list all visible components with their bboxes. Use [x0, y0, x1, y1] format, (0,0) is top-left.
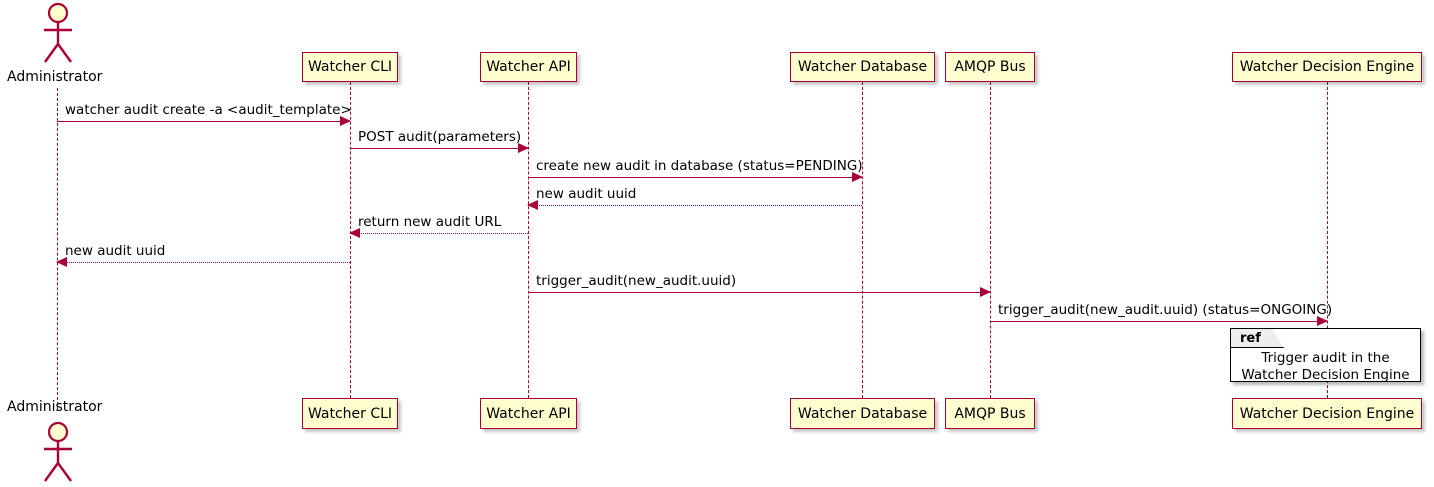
- ref-fragment-tag: ref: [1231, 329, 1284, 348]
- participant-watcher-cli-top[interactable]: Watcher CLI: [302, 52, 398, 82]
- msg-label: new audit uuid: [536, 186, 637, 203]
- participant-watcher-decision-engine-top[interactable]: Watcher Decision Engine: [1232, 52, 1422, 82]
- msg-label: create new audit in database (status=PEN…: [536, 158, 863, 175]
- ref-fragment-line1: Trigger audit in the: [1261, 350, 1390, 366]
- actor-label-administrator-top: Administrator: [7, 69, 103, 85]
- msg-line: [57, 262, 350, 263]
- msg-line: [350, 233, 528, 234]
- msg-label: trigger_audit(new_audit.uuid) (status=ON…: [998, 302, 1333, 319]
- participant-watcher-decision-engine-bottom[interactable]: Watcher Decision Engine: [1232, 398, 1422, 429]
- msg-line: [528, 177, 862, 178]
- lifeline-watcher-decision-engine: [1327, 82, 1328, 398]
- arrowhead-right-icon: [852, 172, 863, 182]
- msg-label: trigger_audit(new_audit.uuid): [536, 273, 737, 290]
- msg-line: [528, 292, 990, 293]
- lifeline-watcher-api: [528, 82, 529, 398]
- msg-line: [350, 148, 528, 149]
- participant-watcher-cli-bottom[interactable]: Watcher CLI: [302, 398, 398, 429]
- arrowhead-right-icon: [980, 287, 991, 297]
- arrowhead-left-icon: [527, 200, 538, 210]
- lifeline-watcher-database: [862, 82, 863, 398]
- arrowhead-left-icon: [349, 228, 360, 238]
- actor-icon-administrator-top: [34, 2, 82, 68]
- participant-amqp-bus-bottom[interactable]: AMQP Bus: [945, 398, 1035, 429]
- arrowhead-right-icon: [518, 143, 529, 153]
- arrowhead-left-icon: [56, 257, 67, 267]
- participant-watcher-api-bottom[interactable]: Watcher API: [480, 398, 577, 429]
- actor-icon-administrator-bottom: [34, 421, 82, 487]
- msg-line: [990, 321, 1327, 322]
- lifeline-watcher-cli: [350, 82, 351, 398]
- msg-label: watcher audit create -a <audit_template>: [65, 102, 352, 119]
- msg-label: new audit uuid: [65, 243, 166, 260]
- actor-label-administrator-bottom: Administrator: [7, 399, 103, 415]
- participant-watcher-database-bottom[interactable]: Watcher Database: [790, 398, 935, 429]
- participant-watcher-api-top[interactable]: Watcher API: [480, 52, 577, 82]
- lifeline-amqp-bus: [990, 82, 991, 398]
- msg-label: POST audit(parameters): [358, 129, 522, 146]
- participant-watcher-database-top[interactable]: Watcher Database: [790, 52, 935, 82]
- msg-label: return new audit URL: [358, 214, 502, 231]
- arrowhead-right-icon: [1317, 316, 1328, 326]
- lifeline-administrator: [57, 88, 58, 410]
- msg-line: [528, 205, 862, 206]
- ref-fragment[interactable]: ref Trigger audit in the Watcher Decisio…: [1230, 328, 1421, 384]
- msg-line: [57, 121, 350, 122]
- arrowhead-right-icon: [340, 116, 351, 126]
- ref-fragment-body: Trigger audit in the Watcher Decision En…: [1231, 350, 1420, 384]
- ref-fragment-line2: Watcher Decision Engine: [1241, 366, 1410, 383]
- participant-amqp-bus-top[interactable]: AMQP Bus: [945, 52, 1035, 82]
